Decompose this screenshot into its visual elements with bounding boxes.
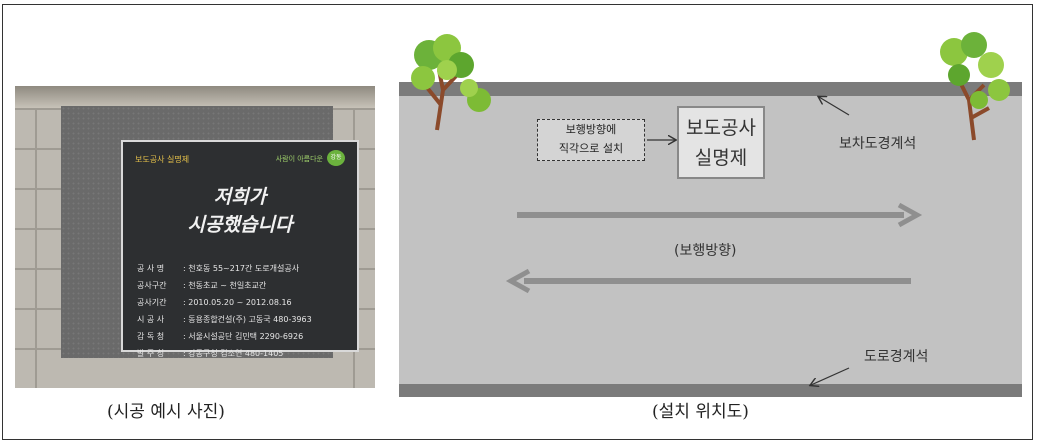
row-contact: 김민택 2290-6926 [234,332,304,341]
plate-info-rows: 공 사 명 : 천호동 55~217간 도로개설공사 공사구간 : 천동초교 ~ 천… [137,260,312,362]
tree-icon-right [940,32,1010,141]
row-contact: 고동국 480-3963 [248,315,312,324]
curb-label: 보차도경계석 [839,136,917,152]
diagram-caption: (설치 위치도) [652,402,749,422]
plate-row: 공사기간 : 2010.05.20 ~ 2012.08.16 [137,294,312,311]
orientation-note-line1: 보행방향에 [565,123,617,136]
row-key: 발 주 청 [137,349,165,358]
name-plate-sign: 보도공사 실명제 [677,106,765,179]
row-value: : 강동구청 [183,349,218,358]
walking-direction-right-arrow [517,202,923,228]
row-key: 감 독 청 [137,332,165,341]
paver-seam [35,108,37,388]
photo-caption: (시공 예시 사진) [107,402,225,422]
road-curb-pointer-arrow [811,367,850,385]
diagram-graphics [411,32,1010,397]
sign-line1: 보도공사 [686,117,756,139]
orientation-note-line2: 직각으로 설치 [558,142,624,155]
plate-row: 시 공 사 : 동용종합건설(주) 고동국 480-3963 [137,311,312,328]
row-contact: 김소연 480-1405 [220,349,284,358]
figure-frame [2,4,1033,440]
plate-row: 공사구간 : 천동초교 ~ 천일초교간 [137,277,312,294]
curb-pointer-arrow [819,97,850,116]
installation-location-diagram: 보행방향에 직각으로 설치 보도공사 실명제 보차도경계석 (보행방향) 도로경… [399,30,1022,397]
tree-icon-left [411,34,491,131]
sign-line2: 실명제 [694,147,748,169]
plate-row: 감 독 청 : 서울시설공단 김민택 2290-6926 [137,328,312,345]
row-key: 공 사 명 [137,264,165,273]
plate-row: 발 주 청 : 강동구청 김소연 480-1405 [137,345,312,362]
road-curb-label: 도로경계석 [864,349,929,365]
direction-label: (보행방향) [674,243,737,259]
plate-row: 공 사 명 : 천호동 55~217간 도로개설공사 [137,260,312,277]
row-key: 공사구간 [137,281,167,290]
row-key: 시 공 사 [137,315,165,324]
plate-header: 보도공사 실명제 [135,155,190,164]
plate-title-line2: 시공했습니다 [187,214,293,236]
construction-example-photo: 보도공사 실명제 사람이 아름다운 강동 저희가 시공했습니다 공 사 명 : 천… [15,86,375,388]
granite-base: 보도공사 실명제 사람이 아름다운 강동 저희가 시공했습니다 공 사 명 : 천… [61,106,359,358]
row-key: 공사기간 [137,298,167,307]
walking-direction-left-arrow [505,268,911,294]
name-plate: 보도공사 실명제 사람이 아름다운 강동 저희가 시공했습니다 공 사 명 : 천… [121,140,359,358]
row-value: : 2010.05.20 ~ 2012.08.16 [183,298,292,307]
row-value: : 천호동 55~217간 도로개설공사 [183,264,300,273]
plate-title-line1: 저희가 [213,186,267,208]
orientation-note-box: 보행방향에 직각으로 설치 [537,119,645,161]
bottom-curb [399,384,1022,397]
top-curb [399,82,1022,96]
row-value: : 동용종합건설(주) [183,315,246,324]
row-value: : 서울시설공단 [183,332,233,341]
plate-slogan: 사람이 아름다운 [275,155,323,163]
photo-wall-edge [15,86,375,108]
district-logo: 강동 [327,150,345,166]
row-value: : 천동초교 ~ 천일초교간 [183,281,267,290]
